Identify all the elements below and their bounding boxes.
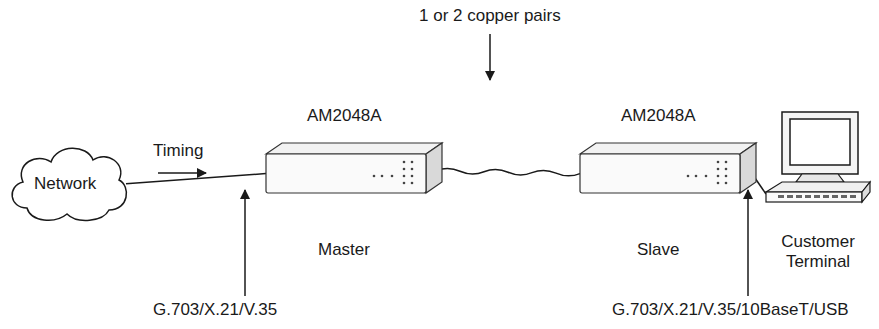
computer-icon <box>762 108 874 212</box>
modem-device <box>578 140 758 196</box>
interface-arrow <box>747 190 749 296</box>
modem-unit: AM2048A Master <box>262 98 446 266</box>
leader-arrow <box>489 34 491 80</box>
copper-line <box>436 169 580 176</box>
interface-label: G.703/X.21/V.35/10BaseT/USB <box>610 300 851 320</box>
node-label: Customer Terminal <box>768 232 868 272</box>
connector-line <box>126 174 266 184</box>
interface-label: G.703/X.21/V.35 <box>151 300 279 320</box>
timing-label: Timing <box>151 141 205 161</box>
terminal-unit: Customer Terminal <box>762 108 874 283</box>
timing-arrow <box>158 172 206 174</box>
node-caption: Master <box>318 240 370 260</box>
network-cloud: Network <box>5 138 130 226</box>
cable-label: 1 or 2 copper pairs <box>417 6 563 26</box>
node-caption: Slave <box>637 240 680 260</box>
interface-arrow <box>244 190 246 296</box>
node-label: Network <box>34 174 96 194</box>
modem-unit: AM2048A Slave <box>576 98 760 266</box>
node-label: AM2048A <box>621 106 696 126</box>
node-label: AM2048A <box>307 106 382 126</box>
modem-device <box>264 140 444 196</box>
